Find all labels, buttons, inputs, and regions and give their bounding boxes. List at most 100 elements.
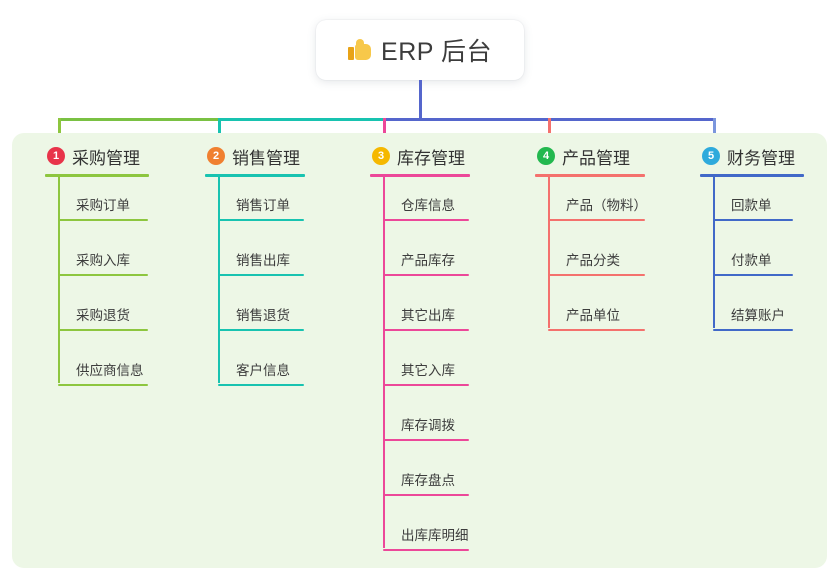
- branch-child-item[interactable]: 销售出库: [218, 249, 314, 276]
- root-node-label: ERP 后台: [381, 38, 492, 66]
- branch-child-underline: [383, 494, 469, 496]
- branch-child-label: 产品单位: [566, 308, 620, 323]
- branch-child-underline: [58, 219, 148, 221]
- branch-child-label: 采购退货: [76, 308, 130, 323]
- branch-column-5: 5 财务管理回款单付款单结算账户: [700, 144, 839, 331]
- branch-child-item[interactable]: 客户信息: [218, 359, 314, 386]
- branch-child-underline: [218, 274, 304, 276]
- bus-segment-mid: [218, 118, 386, 121]
- branch-child-underline: [713, 329, 793, 331]
- branch-child-label: 库存调拨: [401, 418, 455, 433]
- branch-child-underline: [548, 329, 645, 331]
- branch-underline: [700, 174, 804, 177]
- branch-spine: [713, 177, 715, 328]
- branch-spine: [383, 177, 385, 548]
- branch-header-5[interactable]: 5 财务管理: [700, 144, 839, 168]
- branch-child-item[interactable]: 仓库信息: [383, 194, 479, 221]
- branch-child-item[interactable]: 采购入库: [58, 249, 154, 276]
- branch-header-3[interactable]: 3 库存管理: [370, 144, 510, 168]
- branch-child-underline: [218, 219, 304, 221]
- thumbs-up-icon: [348, 39, 372, 61]
- branch-child-label: 其它入库: [401, 363, 455, 378]
- branch-child-item[interactable]: 采购退货: [58, 304, 154, 331]
- branch-drop-line-1: [58, 118, 61, 146]
- branch-header-2[interactable]: 2 销售管理: [205, 144, 345, 168]
- branch-child-item[interactable]: 结算账户: [713, 304, 809, 331]
- branch-child-underline: [713, 219, 793, 221]
- branch-child-item[interactable]: 出库库明细: [383, 524, 479, 551]
- branch-child-label: 仓库信息: [401, 198, 455, 213]
- branch-underline: [45, 174, 149, 177]
- branch-child-label: 产品（物料）: [566, 198, 647, 213]
- branch-child-underline: [383, 274, 469, 276]
- branch-child-label: 客户信息: [236, 363, 290, 378]
- branch-underline: [535, 174, 645, 177]
- branch-child-label: 其它出库: [401, 308, 455, 323]
- branch-number-badge: 3: [372, 147, 390, 165]
- branch-child-item[interactable]: 产品分类: [548, 249, 645, 276]
- branch-title: 财务管理: [727, 148, 795, 168]
- branch-child-underline: [383, 439, 469, 441]
- branch-title: 库存管理: [397, 148, 465, 168]
- branch-spine: [548, 177, 550, 328]
- branch-child-item[interactable]: 付款单: [713, 249, 809, 276]
- branch-drop-line-4: [548, 118, 551, 146]
- branch-child-item[interactable]: 回款单: [713, 194, 809, 221]
- branch-header-4[interactable]: 4 产品管理: [535, 144, 685, 168]
- branch-child-label: 结算账户: [731, 308, 785, 323]
- branch-child-item[interactable]: 产品库存: [383, 249, 479, 276]
- root-node[interactable]: ERP 后台: [316, 20, 524, 80]
- branch-child-item[interactable]: 销售退货: [218, 304, 314, 331]
- branch-child-underline: [383, 549, 469, 551]
- branch-child-underline: [218, 329, 304, 331]
- branch-child-underline: [548, 274, 645, 276]
- branch-spine: [58, 177, 60, 383]
- branch-child-label: 出库库明细: [401, 528, 469, 543]
- branch-child-underline: [548, 219, 645, 221]
- branch-child-item[interactable]: 销售订单: [218, 194, 314, 221]
- branch-child-label: 销售出库: [236, 253, 290, 268]
- branch-column-3: 3 库存管理仓库信息产品库存其它出库其它入库库存调拨库存盘点出库库明细: [370, 144, 510, 551]
- branch-child-label: 销售退货: [236, 308, 290, 323]
- branch-child-label: 采购订单: [76, 198, 130, 213]
- branch-child-item[interactable]: 产品（物料）: [548, 194, 647, 221]
- branch-child-label: 付款单: [731, 253, 772, 268]
- branch-child-item[interactable]: 库存盘点: [383, 469, 479, 496]
- branch-child-item[interactable]: 库存调拨: [383, 414, 479, 441]
- branch-child-item[interactable]: 采购订单: [58, 194, 154, 221]
- branch-drop-line-5: [713, 118, 716, 146]
- root-stem-line: [419, 80, 422, 121]
- branch-child-item[interactable]: 其它入库: [383, 359, 479, 386]
- branch-number-badge: 5: [702, 147, 720, 165]
- branch-child-label: 采购入库: [76, 253, 130, 268]
- branch-drop-line-3: [383, 118, 386, 146]
- branch-drop-line-2: [218, 118, 221, 146]
- branch-title: 产品管理: [562, 148, 630, 168]
- branch-column-4: 4 产品管理产品（物料） 产品分类产品单位: [535, 144, 685, 331]
- branch-child-item[interactable]: 产品单位: [548, 304, 645, 331]
- branch-title: 采购管理: [72, 148, 140, 168]
- branch-title: 销售管理: [232, 148, 300, 168]
- branch-child-label: 产品库存: [401, 253, 455, 268]
- branch-child-underline: [713, 274, 793, 276]
- branch-child-underline: [58, 329, 148, 331]
- branch-child-label: 供应商信息: [76, 363, 144, 378]
- branch-child-underline: [383, 384, 469, 386]
- branch-column-2: 2 销售管理销售订单销售出库销售退货客户信息: [205, 144, 345, 386]
- branch-child-item[interactable]: 供应商信息: [58, 359, 154, 386]
- branch-child-label: 销售订单: [236, 198, 290, 213]
- branch-underline: [205, 174, 305, 177]
- branch-child-underline: [383, 329, 469, 331]
- branch-child-underline: [218, 384, 304, 386]
- branch-child-label: 回款单: [731, 198, 772, 213]
- branch-header-1[interactable]: 1 采购管理: [45, 144, 189, 168]
- branch-underline: [370, 174, 470, 177]
- branch-child-item[interactable]: 其它出库: [383, 304, 479, 331]
- branch-number-badge: 4: [537, 147, 555, 165]
- branch-number-badge: 2: [207, 147, 225, 165]
- branch-child-underline: [383, 219, 469, 221]
- branch-child-underline: [58, 384, 148, 386]
- branch-column-1: 1 采购管理采购订单采购入库采购退货供应商信息: [45, 144, 189, 386]
- branch-number-badge: 1: [47, 147, 65, 165]
